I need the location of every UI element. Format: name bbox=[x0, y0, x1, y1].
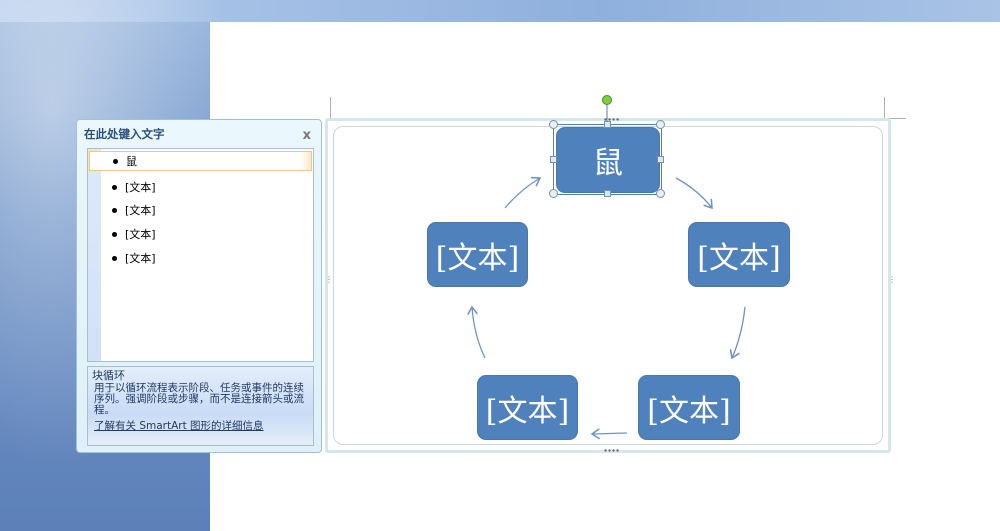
list-item-text: [文本] bbox=[125, 181, 156, 194]
resize-handle[interactable] bbox=[550, 156, 557, 163]
list-item[interactable]: 鼠 bbox=[89, 151, 312, 171]
resize-handle[interactable] bbox=[656, 189, 665, 198]
layout-name: 块循环 bbox=[92, 369, 125, 382]
text-pane-title: 在此处键入文字 bbox=[84, 127, 165, 141]
list-item[interactable]: [文本] bbox=[112, 200, 156, 220]
layout-description: 块循环 用于以循环流程表示阶段、任务或事件的连续序列。强调阶段或步骤，而不是连接… bbox=[87, 366, 314, 446]
selection-outline bbox=[553, 124, 662, 195]
smartart-shape-5[interactable]: [文本] bbox=[427, 222, 528, 287]
margin-mark bbox=[884, 118, 906, 119]
arrow-left-top bbox=[504, 178, 540, 209]
list-item-text: [文本] bbox=[125, 204, 156, 217]
list-item-text: [文本] bbox=[125, 228, 156, 241]
resize-handle-bottom[interactable]: ∙∙∙∙ bbox=[603, 446, 620, 455]
text-pane: 在此处键入文字 x 鼠 [文本] [文本] [文本] [文本] 块循环 用于以循… bbox=[76, 119, 322, 453]
resize-handle[interactable] bbox=[656, 120, 665, 129]
resize-handle[interactable] bbox=[549, 120, 558, 129]
margin-mark bbox=[884, 97, 885, 119]
bullet-icon bbox=[112, 184, 117, 190]
resize-handle[interactable] bbox=[549, 189, 558, 198]
bullet-icon bbox=[113, 158, 118, 164]
resize-handle-top[interactable]: ∙∙∙∙ bbox=[603, 115, 620, 124]
arrow-bottom bbox=[592, 433, 628, 434]
bullet-icon bbox=[112, 231, 117, 237]
text-pane-list[interactable]: 鼠 [文本] [文本] [文本] [文本] bbox=[87, 148, 314, 362]
smartart-shape-3[interactable]: [文本] bbox=[638, 375, 740, 440]
list-item[interactable]: [文本] bbox=[112, 177, 156, 197]
resize-handle[interactable] bbox=[604, 190, 611, 197]
list-item-text: [文本] bbox=[125, 252, 156, 265]
smartart-shape-2[interactable]: [文本] bbox=[688, 222, 790, 287]
list-item-text: 鼠 bbox=[126, 155, 137, 168]
list-strip bbox=[88, 149, 101, 361]
resize-handle[interactable] bbox=[604, 121, 611, 128]
smartart-shape-4[interactable]: [文本] bbox=[477, 375, 578, 440]
learn-more-link[interactable]: 了解有关 SmartArt 图形的详细信息 bbox=[94, 420, 264, 432]
bullet-icon bbox=[112, 207, 117, 213]
arrow-top-right bbox=[675, 177, 712, 208]
arrow-left-up bbox=[472, 307, 486, 359]
list-item[interactable]: [文本] bbox=[112, 224, 156, 244]
close-icon[interactable]: x bbox=[302, 128, 311, 143]
bullet-icon bbox=[112, 255, 117, 261]
window-top-band bbox=[0, 0, 1000, 22]
arrow-right-down bbox=[732, 306, 746, 358]
margin-mark bbox=[330, 97, 331, 119]
layout-description-text: 用于以循环流程表示阶段、任务或事件的连续序列。强调阶段或步骤，而不是连接箭头或流… bbox=[94, 382, 304, 416]
list-item[interactable]: [文本] bbox=[112, 248, 156, 268]
rotation-handle-icon bbox=[602, 95, 612, 105]
resize-handle[interactable] bbox=[657, 156, 664, 163]
